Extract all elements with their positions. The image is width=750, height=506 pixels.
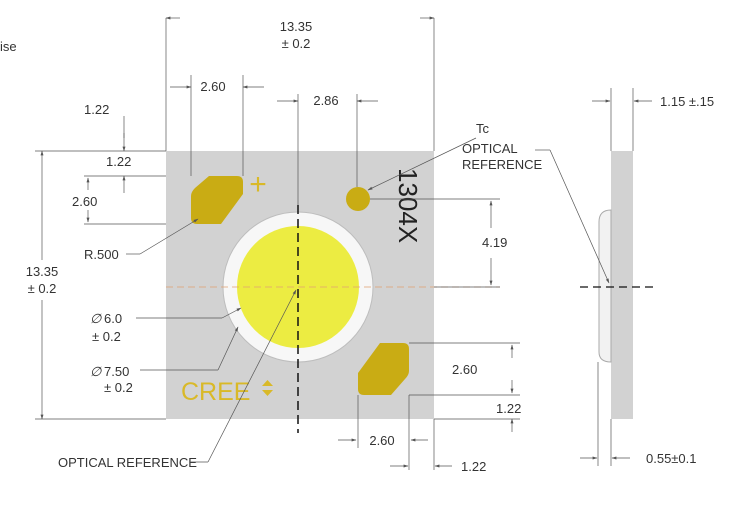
optical-reference-bottom-label: OPTICAL REFERENCE xyxy=(58,455,197,470)
side-dome xyxy=(598,209,612,363)
pad-width-top: 2.60 xyxy=(200,79,225,94)
pad-offset-x-bottom: 1.22 xyxy=(461,459,486,474)
side-view: 1.15 ±.15 OPTICAL REFERENCE 0.55±0.1 xyxy=(462,88,714,466)
tc-offset: 4.19 xyxy=(482,235,507,250)
ring-diameter-value: 7.50 xyxy=(104,364,129,379)
overall-height-value: 13.35 xyxy=(26,264,59,279)
pad-offset-y-top: 1.22 xyxy=(106,154,131,169)
cree-logo: CREE xyxy=(181,378,250,406)
pad-height-right: 2.60 xyxy=(452,362,477,377)
les-diameter-value: 6.0 xyxy=(104,311,122,326)
plus-sign: + xyxy=(249,168,267,201)
pad-height-left: 2.60 xyxy=(72,194,97,209)
side-substrate xyxy=(611,151,633,419)
ring-diameter-tol: ± 0.2 xyxy=(104,380,133,395)
pad-offset-y-bottom: 1.22 xyxy=(496,401,521,416)
overall-width-value: 13.35 xyxy=(280,19,313,34)
overall-height-tol: ± 0.2 xyxy=(28,281,57,296)
header-fragment: ise xyxy=(0,39,17,54)
side-total-height: 1.15 ±.15 xyxy=(660,94,714,109)
top-view: + 1304X CREE xyxy=(26,16,521,474)
les-diameter-tol: ± 0.2 xyxy=(92,329,121,344)
optical-reference-side-line1: OPTICAL xyxy=(462,141,518,156)
tc-point xyxy=(346,187,370,211)
part-marking: 1304X xyxy=(393,168,423,243)
anode-pad xyxy=(191,176,243,224)
side-substrate-thickness: 0.55±0.1 xyxy=(646,451,697,466)
optical-reference-side-line2: REFERENCE xyxy=(462,157,543,172)
overall-width-tol: ± 0.2 xyxy=(282,36,311,51)
cathode-pad xyxy=(358,343,409,395)
center-offset: 2.86 xyxy=(313,93,338,108)
corner-radius: R.500 xyxy=(84,247,119,262)
diameter-symbol-les: ∅ xyxy=(90,311,102,326)
pad-offset-x-top: 1.22 xyxy=(84,102,109,117)
pad-width-bottom: 2.60 xyxy=(369,433,394,448)
tc-label: Tc xyxy=(476,121,490,136)
cree-logo-icon xyxy=(262,380,273,396)
diameter-symbol-ring: ∅ xyxy=(90,364,102,379)
